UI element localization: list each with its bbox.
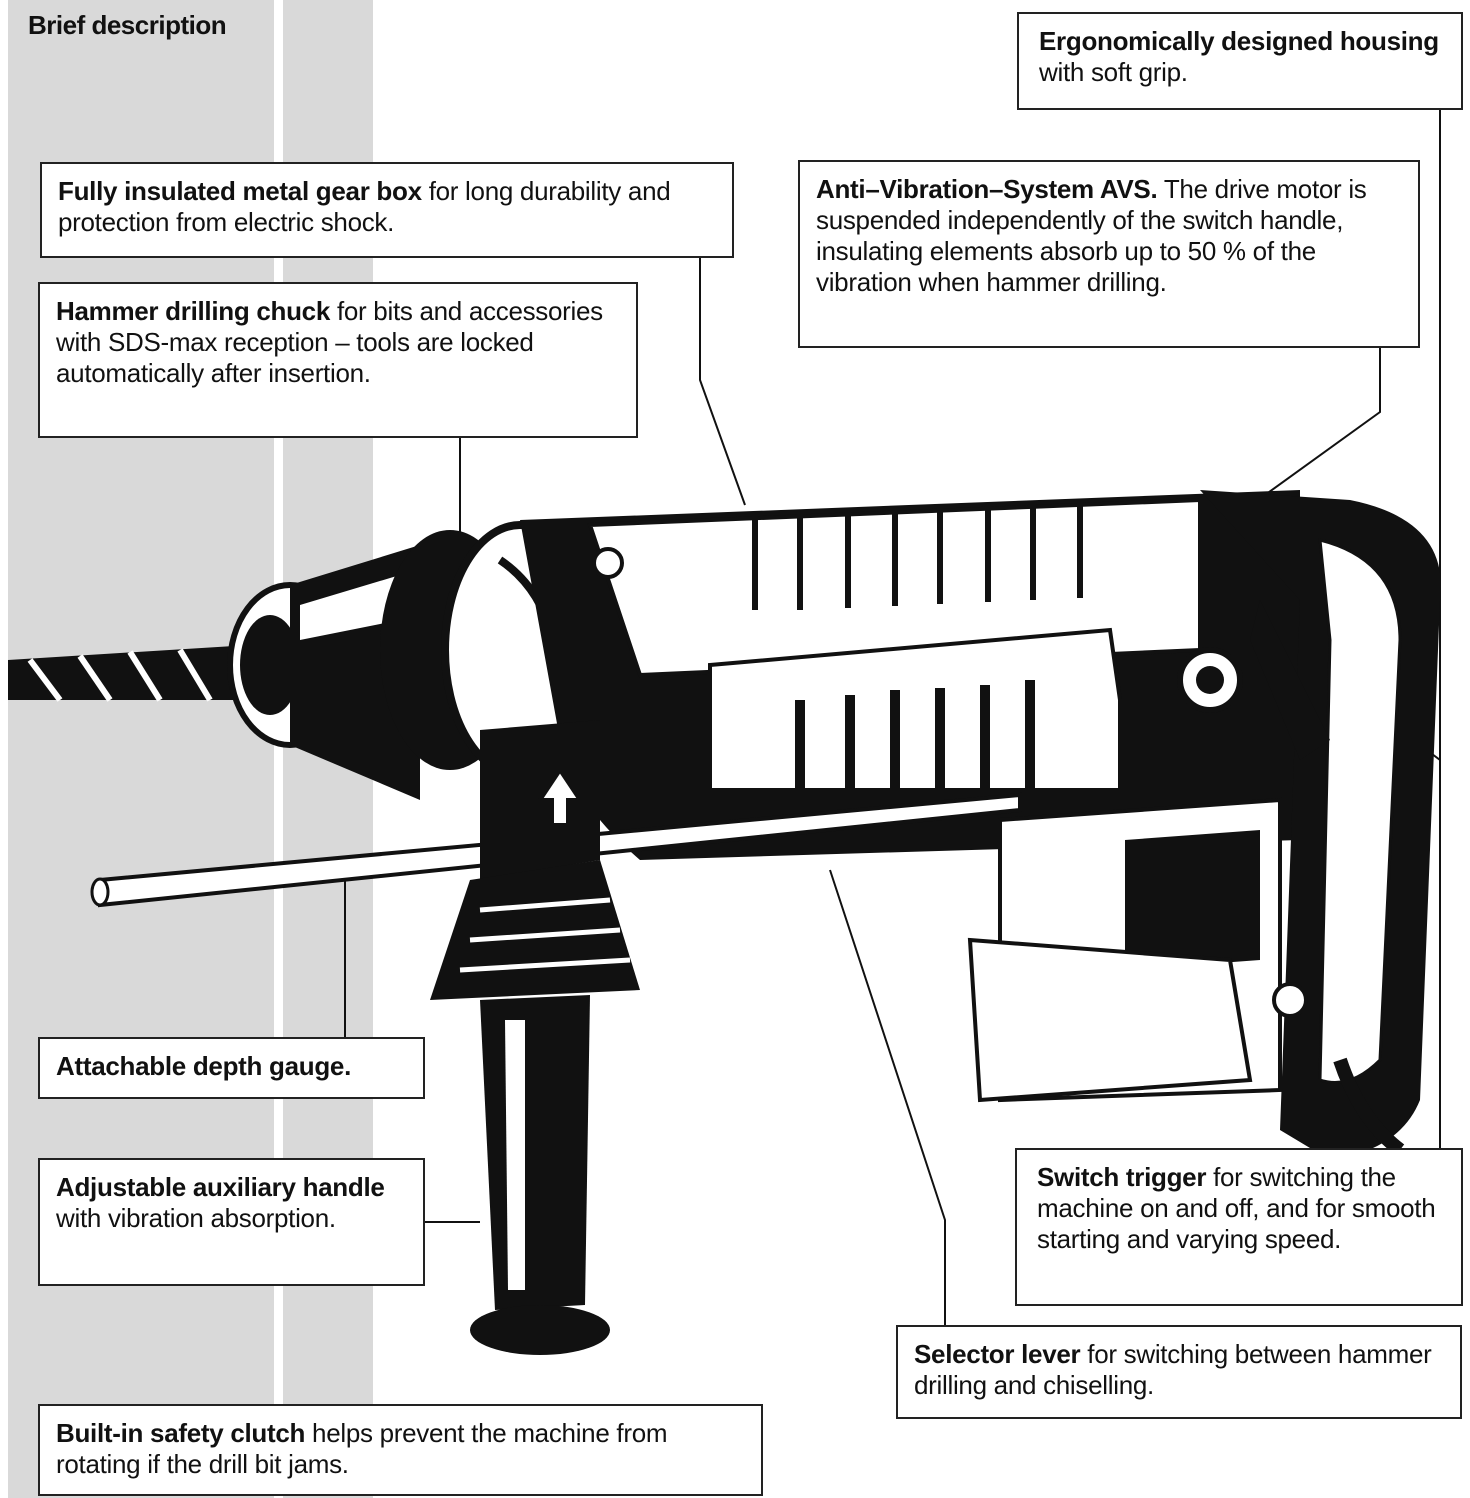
- callout-title: Fully insulated metal gear box: [58, 176, 422, 206]
- callout-text: with soft grip.: [1039, 57, 1188, 87]
- callout-title: Switch trigger: [1037, 1162, 1207, 1192]
- callout-depth-gauge: Attachable depth gauge.: [38, 1037, 425, 1099]
- callout-title: Attachable depth gauge.: [56, 1051, 352, 1081]
- motor-housing: [520, 490, 1300, 860]
- callout-text: for switching the machine on and off, an…: [1037, 1162, 1436, 1254]
- power-cord: [1333, 1057, 1405, 1156]
- callout-text: helps prevent the machine from rotating …: [56, 1418, 668, 1479]
- callout-safety-clutch: Built-in safety clutch helps prevent the…: [38, 1404, 763, 1496]
- callout-title: Built-in safety clutch: [56, 1418, 306, 1448]
- callout-avs: Anti–Vibration–System AVS. The drive mot…: [798, 160, 1420, 348]
- callout-text: for bits and accessories with SDS-max re…: [56, 296, 603, 388]
- callout-title: Ergonomically designed housing: [1039, 26, 1439, 56]
- callout-chuck: Hammer drilling chuck for bits and acces…: [38, 282, 638, 438]
- callout-title: Hammer drilling chuck: [56, 296, 331, 326]
- rear-handle: [1200, 490, 1441, 1160]
- callout-text: The drive motor is suspended independent…: [816, 174, 1367, 297]
- callout-switch-trigger: Switch trigger for switching the machine…: [1015, 1148, 1463, 1306]
- selector-arrow: [536, 766, 584, 827]
- section-title: Brief description: [28, 10, 227, 40]
- callout-gearbox: Fully insulated metal gear box for long …: [40, 162, 734, 258]
- callout-housing: Ergonomically designed housing with soft…: [1017, 12, 1463, 110]
- drill-bit: [8, 645, 250, 702]
- motor-box: [967, 797, 1308, 1103]
- callout-title: Selector lever: [914, 1339, 1081, 1369]
- callout-text: for long durability and protection from …: [58, 176, 671, 237]
- callout-aux-handle: Adjustable auxiliary handle with vibrati…: [38, 1158, 425, 1286]
- callout-title: Anti–Vibration–System AVS.: [816, 174, 1158, 204]
- callout-text: with vibration absorption.: [56, 1203, 336, 1233]
- auxiliary-handle: [430, 720, 640, 1355]
- callout-title: Adjustable auxiliary handle: [56, 1172, 385, 1202]
- callout-text: for switching between hammer drilling an…: [914, 1339, 1432, 1400]
- callout-selector-lever: Selector lever for switching between ham…: [896, 1325, 1462, 1419]
